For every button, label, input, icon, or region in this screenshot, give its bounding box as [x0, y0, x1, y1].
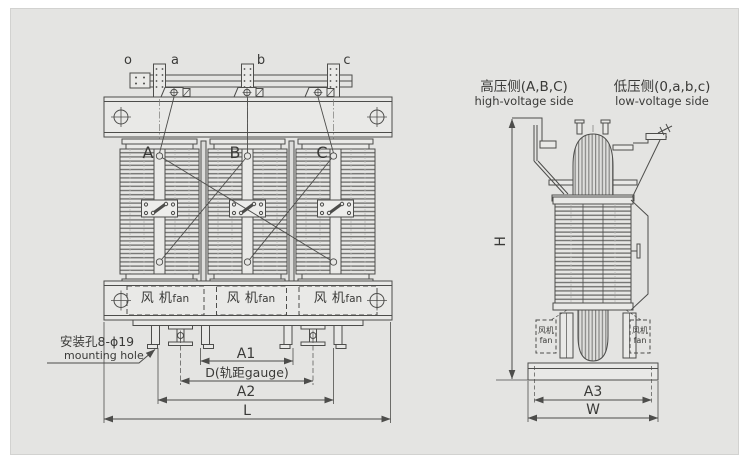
dim-label-a1: A1: [236, 346, 256, 362]
side-duct-plate: [630, 199, 649, 311]
terminal-label-b: b: [256, 53, 266, 68]
dim-label-l: L: [243, 403, 251, 419]
side-base: [527, 362, 659, 381]
terminal-label-o: o: [124, 53, 132, 68]
lv-side-label-en: low-voltage side: [615, 94, 709, 108]
tie-bar-2: [288, 140, 295, 283]
hv-side-label-en: high-voltage side: [474, 94, 574, 108]
side-fan-box-right: [629, 319, 651, 354]
top-beam: [103, 87, 393, 138]
side-bottom: [527, 309, 659, 381]
fan-box-1: [126, 285, 205, 316]
hv-lead: [512, 117, 569, 195]
phase-label-b: B: [229, 143, 241, 162]
delta-connections: [155, 96, 338, 266]
dim-label-w: W: [586, 402, 600, 418]
lv-leader-line: [630, 139, 661, 201]
dim-label-h: H: [492, 236, 509, 247]
side-top-dome: [548, 119, 638, 202]
side-fin-stack: [552, 196, 649, 311]
terminal-post-a: [153, 63, 166, 98]
fan-label-1: 风 机fan: [140, 291, 190, 306]
front-dimensions: [103, 322, 391, 423]
fan-label-3: 风 机fan: [313, 291, 363, 306]
side-view: [496, 117, 673, 422]
dim-label-a3: A3: [583, 384, 603, 400]
fan-beam: [103, 280, 393, 326]
wheel-assembly-left: [147, 325, 214, 349]
mounting-hole-label-en: mounting hole: [64, 349, 144, 362]
dim-label-d: D(轨距gauge): [205, 365, 289, 380]
dim-label-a2: A2: [236, 384, 256, 400]
mounting-hole-leader: [47, 349, 156, 364]
front-view: [47, 63, 393, 423]
side-fan-box-left: [535, 319, 557, 354]
fan-box-3: [298, 285, 378, 316]
side-dimensions: [496, 118, 659, 422]
lv-lead: [630, 123, 673, 201]
wheel-assembly-right: [279, 325, 347, 349]
phase-label-a: A: [142, 143, 154, 162]
hv-side-label-cn: 高压侧(A,B,C): [480, 79, 568, 95]
fan-box-2: [216, 285, 287, 316]
terminal-label-c: c: [343, 53, 351, 68]
fan-label-2: 风 机fan: [226, 291, 276, 306]
mounting-hole-label-cn: 安装孔8-ϕ19: [60, 334, 135, 349]
lv-side-label-cn: 低压侧(0,a,b,c): [613, 79, 711, 95]
terminal-label-a: a: [171, 53, 179, 68]
phase-label-c: C: [316, 143, 328, 162]
